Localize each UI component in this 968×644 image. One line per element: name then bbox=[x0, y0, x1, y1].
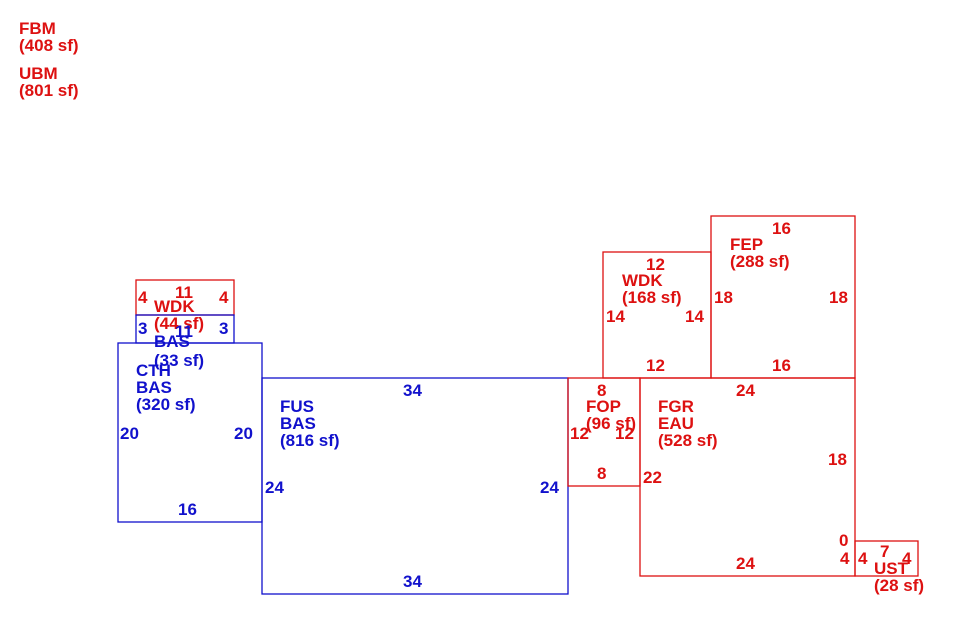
dim-label: 4 bbox=[840, 549, 850, 568]
area-wdk-large: 12 WDK (168 sf) 14 14 12 bbox=[606, 255, 704, 375]
area-code: FOP bbox=[586, 397, 621, 416]
dim-label: 11 bbox=[175, 283, 193, 302]
fgr-outline bbox=[639, 377, 856, 577]
area-code: UST bbox=[874, 559, 909, 578]
dim-label: 12 bbox=[646, 356, 665, 375]
dim-label: 16 bbox=[772, 356, 791, 375]
area-code: FUS bbox=[280, 397, 314, 416]
dim-label: 24 bbox=[265, 478, 284, 497]
ust-outline bbox=[854, 540, 919, 577]
area-code: FEP bbox=[730, 235, 763, 254]
dim-label: 14 bbox=[685, 307, 704, 326]
area-size: (96 sf) bbox=[586, 414, 636, 433]
legend-fbm-area: (408 sf) bbox=[19, 36, 79, 55]
legend: FBM (408 sf) UBM (801 sf) bbox=[19, 19, 79, 100]
area-code: WDK bbox=[154, 297, 195, 316]
dim-label: 24 bbox=[736, 381, 755, 400]
area-size: (28 sf) bbox=[874, 576, 924, 595]
dim-label: 4 bbox=[858, 549, 868, 568]
dim-label: 8 bbox=[597, 381, 606, 400]
area-fep: 16 FEP (288 sf) 18 18 16 bbox=[714, 219, 848, 375]
dim-label: 3 bbox=[138, 319, 147, 338]
area-code: EAU bbox=[658, 414, 694, 433]
dim-label: 20 bbox=[234, 424, 253, 443]
area-code: FGR bbox=[658, 397, 694, 416]
area-size: (816 sf) bbox=[280, 431, 340, 450]
area-size: (288 sf) bbox=[730, 252, 790, 271]
area-size: (320 sf) bbox=[136, 395, 196, 414]
area-fus: 34 FUS BAS (816 sf) 24 24 34 bbox=[265, 381, 559, 591]
area-size: (168 sf) bbox=[622, 288, 682, 307]
dim-label: 11 bbox=[175, 322, 193, 341]
dim-label: 4 bbox=[138, 288, 148, 307]
area-code: WDK bbox=[622, 271, 663, 290]
area-bas-small: 11 3 3 BAS (33 sf) bbox=[138, 319, 228, 370]
area-fgr: 24 FGR EAU (528 sf) 18 22 0 24 bbox=[643, 381, 848, 573]
dim-label: 16 bbox=[178, 500, 197, 519]
dim-label: 34 bbox=[403, 572, 422, 591]
area-size: (528 sf) bbox=[658, 431, 718, 450]
area-code: CTH bbox=[136, 361, 171, 380]
area-cth: CTH BAS (320 sf) 20 20 16 bbox=[120, 361, 253, 519]
dim-label: 12 bbox=[646, 255, 665, 274]
area-wdk-small: 11 4 4 WDK (44 sf) bbox=[138, 283, 229, 333]
dim-label: 18 bbox=[714, 288, 733, 307]
dim-label: 4 bbox=[219, 288, 229, 307]
area-size: (33 sf) bbox=[154, 351, 204, 370]
dim-label: 22 bbox=[643, 468, 662, 487]
legend-ubm-code: UBM bbox=[19, 64, 58, 83]
area-code: BAS bbox=[136, 378, 172, 397]
dim-label: 20 bbox=[120, 424, 139, 443]
dim-label: 3 bbox=[219, 319, 228, 338]
dim-label: 18 bbox=[828, 450, 847, 469]
dim-label: 24 bbox=[540, 478, 559, 497]
area-ust: 4 4 7 4 UST (28 sf) bbox=[840, 542, 924, 595]
area-code: BAS bbox=[280, 414, 316, 433]
area-size: (44 sf) bbox=[154, 314, 204, 333]
dim-label: 18 bbox=[829, 288, 848, 307]
dim-label: 24 bbox=[736, 554, 755, 573]
area-fop: 8 FOP (96 sf) 12 12 8 bbox=[570, 381, 636, 483]
dim-label: 12 bbox=[615, 424, 634, 443]
dim-label: 7 bbox=[880, 542, 889, 561]
dim-label: 14 bbox=[606, 307, 625, 326]
dim-label: 34 bbox=[403, 381, 422, 400]
area-code: BAS bbox=[154, 332, 190, 351]
legend-fbm-code: FBM bbox=[19, 19, 56, 38]
dim-label: 8 bbox=[597, 464, 606, 483]
dim-label: 16 bbox=[772, 219, 791, 238]
dim-label: 12 bbox=[570, 424, 589, 443]
dim-label: 0 bbox=[839, 531, 848, 550]
dim-label: 4 bbox=[902, 549, 912, 568]
legend-ubm-area: (801 sf) bbox=[19, 81, 79, 100]
